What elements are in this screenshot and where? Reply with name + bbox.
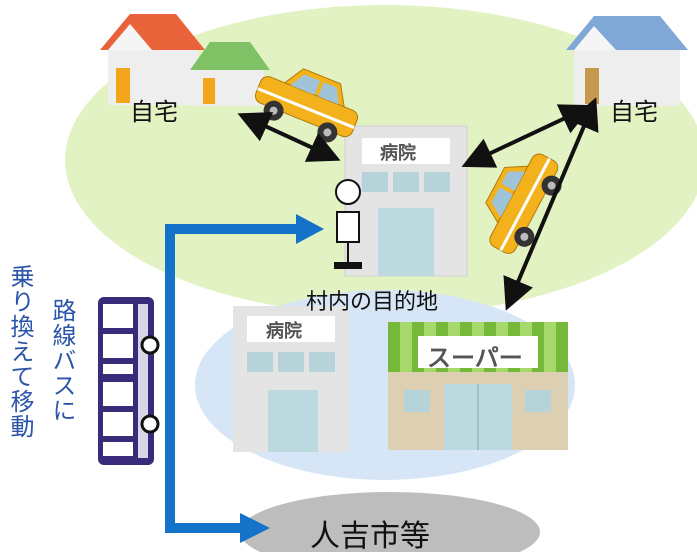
house-icon <box>566 16 688 106</box>
house-icon <box>190 42 270 106</box>
transfer-text-line1: 乗り換えて移動 <box>6 264 34 439</box>
hospital-sign-bottom: 病院 <box>266 321 302 342</box>
home-label-right: 自宅 <box>610 98 658 126</box>
double-arrow-icon <box>237 112 341 162</box>
city-label: 人吉市等 <box>310 519 430 554</box>
person-icon <box>334 179 362 269</box>
route-arrow-icon <box>165 214 324 543</box>
transfer-text-line2: 路線バスに <box>48 298 76 423</box>
home-label-left: 自宅 <box>130 98 178 126</box>
hospital-icon <box>233 306 349 452</box>
bus-icon <box>98 297 160 465</box>
house-icon <box>100 14 205 105</box>
supermarket-icon <box>388 322 568 450</box>
supermarket-sign: スーパー <box>427 344 523 372</box>
destination-label: 村内の目的地 <box>306 290 439 315</box>
city-area <box>240 492 540 556</box>
hospital-sign-top: 病院 <box>380 143 416 164</box>
double-arrow-icon <box>503 97 599 311</box>
hospital-icon <box>344 125 468 277</box>
